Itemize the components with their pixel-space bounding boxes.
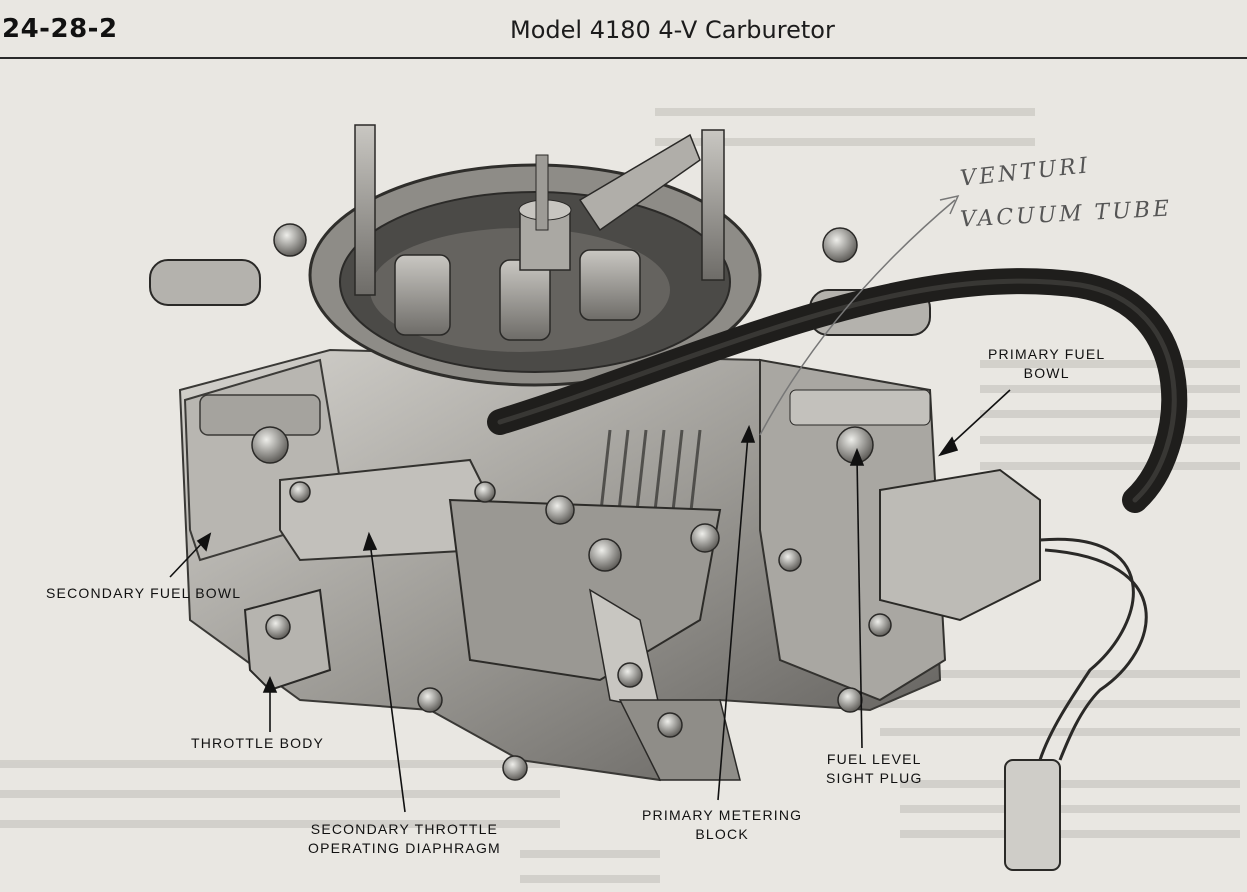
callout-secondary-throttle-diaphragm: SECONDARY THROTTLE OPERATING DIAPHRAGM xyxy=(308,821,501,856)
choke-wires xyxy=(1038,537,1148,761)
callout-primary-metering-block: PRIMARY METERING BLOCK xyxy=(642,807,803,842)
callout-fuel-level-sight-plug: FUEL LEVEL SIGHT PLUG xyxy=(826,751,923,786)
carburetor-photo xyxy=(0,108,1240,883)
fastener-bolts xyxy=(251,223,892,781)
callout-primary-fuel-bowl: PRIMARY FUEL BOWL xyxy=(988,346,1106,381)
page-title: Model 4180 4-V Carburetor xyxy=(510,16,835,44)
page-number: 24-28-2 xyxy=(2,14,118,44)
carburetor-body xyxy=(149,124,1061,871)
handwritten-arrow xyxy=(759,199,956,436)
page-header: 24-28-2 Model 4180 4-V Carburetor xyxy=(0,0,1247,60)
header-rule xyxy=(0,57,1247,59)
callout-throttle-body: THROTTLE BODY xyxy=(191,735,325,751)
callout-secondary-fuel-bowl: SECONDARY FUEL BOWL xyxy=(46,585,242,601)
faded-background-text xyxy=(0,108,1240,883)
callout-leader-lines xyxy=(169,389,1011,813)
